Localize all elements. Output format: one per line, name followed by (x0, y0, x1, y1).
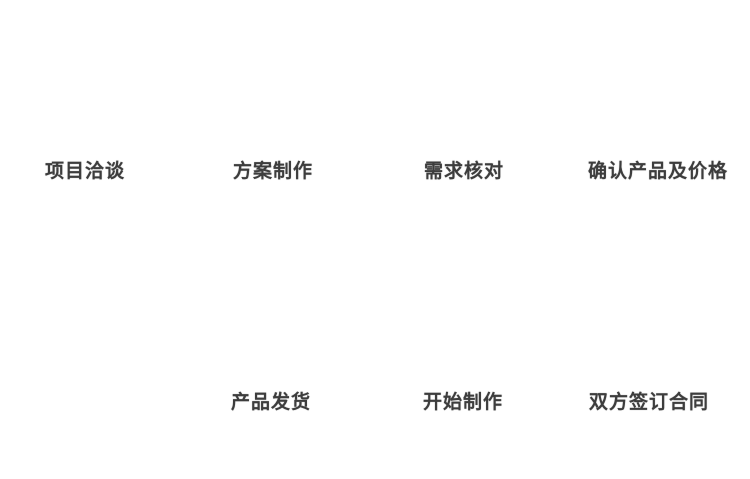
flow-step-requirement-check: 需求核对 (424, 160, 505, 182)
flow-step-start-production: 开始制作 (423, 391, 504, 413)
flow-step-product-shipment: 产品发货 (231, 391, 312, 413)
flow-step-plan-creation: 方案制作 (233, 160, 314, 182)
flow-step-confirm-product-and-price: 确认产品及价格 (588, 160, 729, 182)
flow-step-project-negotiation: 项目洽谈 (45, 160, 126, 182)
flow-step-sign-contract: 双方签订合同 (589, 391, 710, 413)
